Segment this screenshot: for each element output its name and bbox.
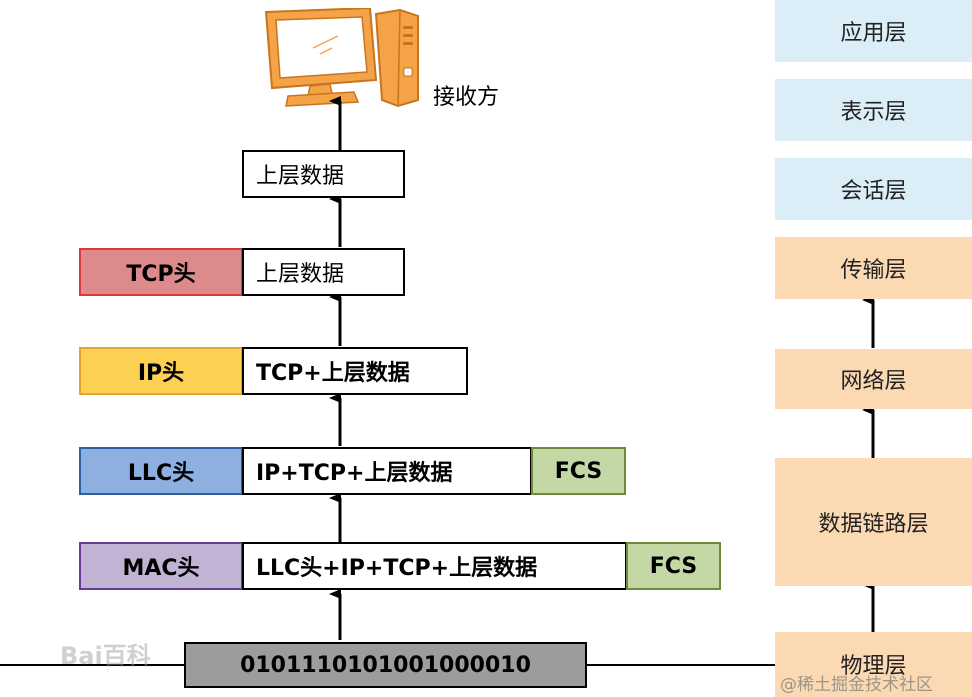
baidu-watermark: Bai百科: [60, 642, 151, 670]
bit-stream-label: 0101110101001000010: [240, 652, 531, 678]
llc-data-box: IP+TCP+上层数据: [242, 447, 532, 495]
mac-header-label: MAC头: [122, 556, 200, 581]
llc-fcs-label: FCS: [554, 458, 603, 484]
ip-header-box: IP头: [79, 347, 243, 395]
llc-header-label: LLC头: [127, 461, 195, 486]
osi-presentation-layer: 表示层: [775, 79, 972, 141]
mac-data-label: LLC头+IP+TCP+上层数据: [256, 556, 538, 581]
upper-data-label: 上层数据: [256, 164, 345, 189]
medium-line-left: [0, 664, 185, 666]
bit-stream-bar: 0101110101001000010: [184, 642, 587, 688]
medium-line-right: [586, 664, 775, 666]
osi-transport-layer: 传输层: [775, 237, 972, 299]
ip-header-label: IP头: [137, 361, 185, 386]
llc-data-label: IP+TCP+上层数据: [256, 461, 453, 486]
osi-physical-layer: 物理层: [775, 632, 972, 697]
tcp-header-box: TCP头: [79, 248, 243, 296]
osi-application-layer: 应用层: [775, 0, 972, 62]
mac-fcs-box: FCS: [626, 542, 721, 590]
tcp-header-label: TCP头: [126, 262, 196, 287]
ip-data-label: TCP+上层数据: [256, 361, 410, 386]
llc-header-box: LLC头: [79, 447, 243, 495]
tcp-data-label: 上层数据: [256, 262, 345, 287]
computer-icon: [264, 8, 419, 108]
tcp-data-box: 上层数据: [242, 248, 405, 296]
ip-data-box: TCP+上层数据: [242, 347, 468, 395]
mac-fcs-label: FCS: [649, 553, 698, 579]
llc-fcs-box: FCS: [531, 447, 626, 495]
osi-session-layer: 会话层: [775, 158, 972, 220]
osi-datalink-layer: 数据链路层: [775, 458, 972, 586]
mac-header-box: MAC头: [79, 542, 243, 590]
juejin-watermark: @稀土掘金技术社区: [780, 675, 933, 695]
mac-data-box: LLC头+IP+TCP+上层数据: [242, 542, 627, 590]
osi-network-layer: 网络层: [775, 349, 972, 409]
upper-data-box: 上层数据: [242, 150, 405, 198]
receiver-label: 接收方: [433, 85, 500, 110]
